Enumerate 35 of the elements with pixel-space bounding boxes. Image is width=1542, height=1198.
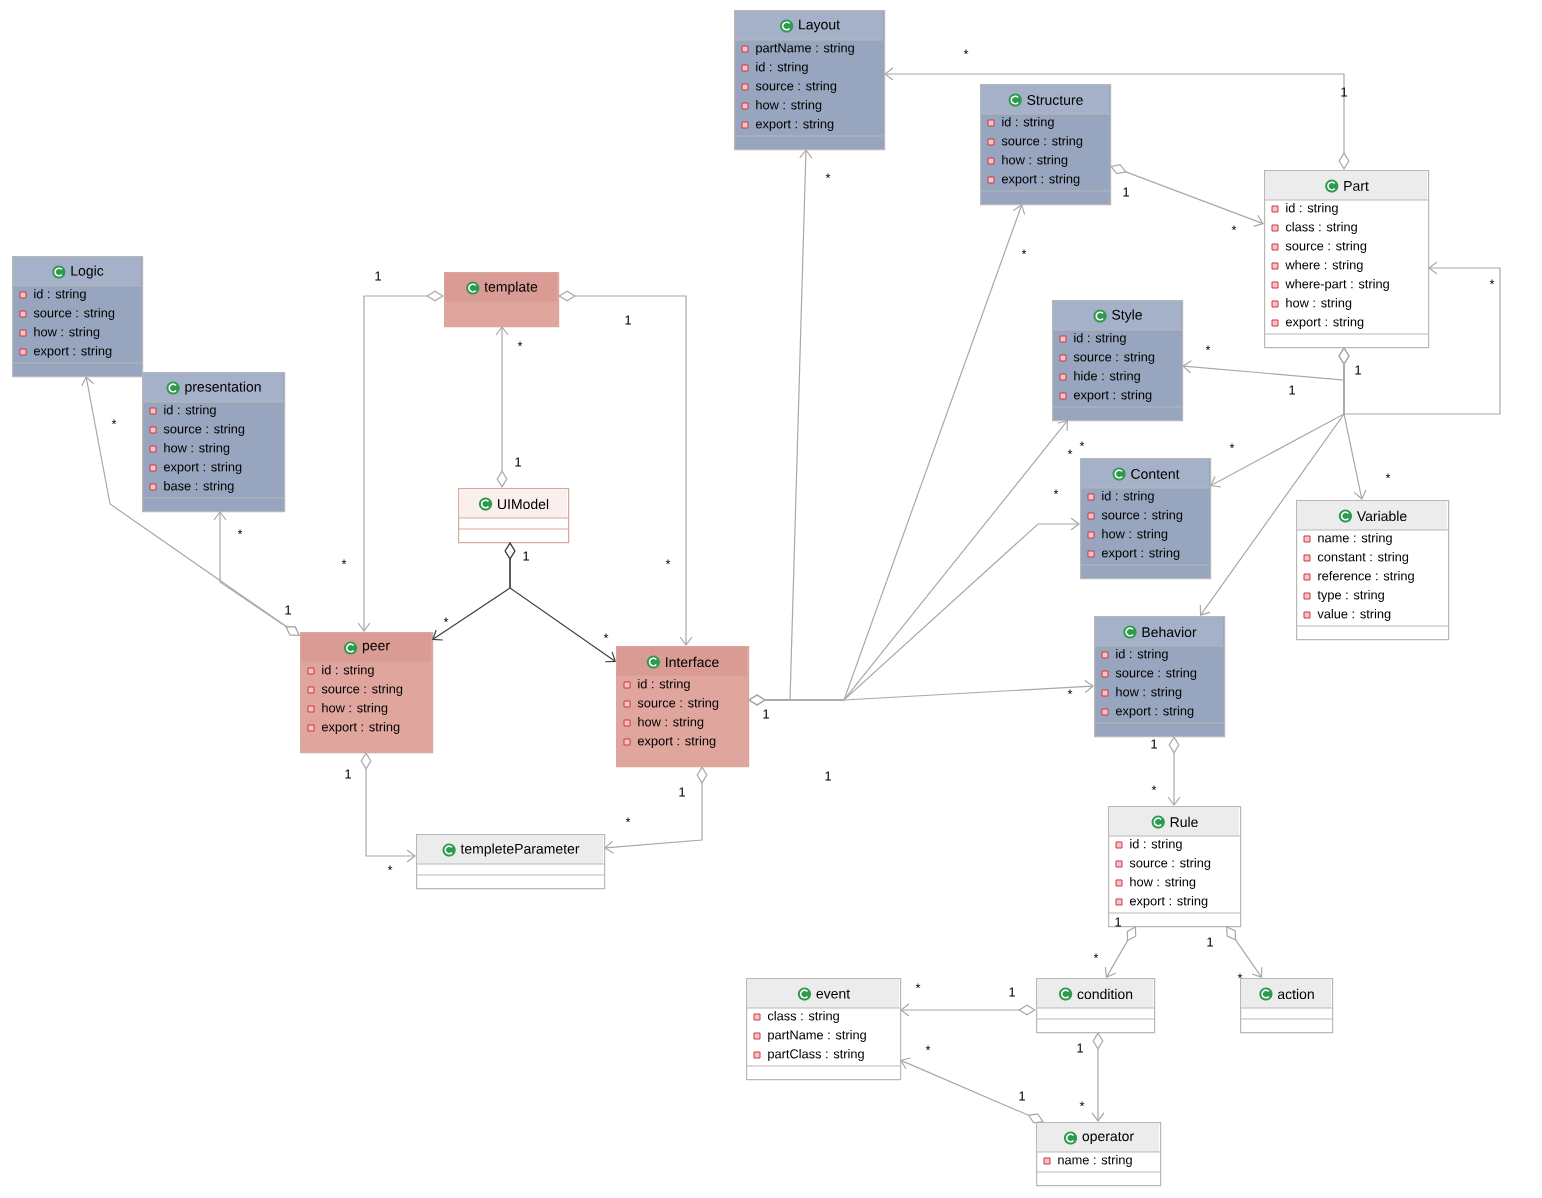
aggregation-arrow: [1167, 736, 1181, 806]
aggregation-arrow: [213, 511, 300, 636]
aggregation-arrow: [495, 326, 509, 488]
class-box: [615, 646, 750, 768]
class-box: [1035, 978, 1156, 1034]
aggregation-arrow: [558, 290, 693, 646]
class-box: [1093, 616, 1226, 738]
class-box: [1107, 806, 1242, 928]
aggregation-arrow: [357, 290, 444, 632]
aggregation-arrow: [748, 679, 1094, 706]
class-box: [141, 372, 286, 513]
class-box: [1079, 458, 1212, 580]
class-box: [415, 834, 606, 890]
aggregation-arrow: [1199, 347, 1350, 616]
class-box: [1263, 170, 1430, 349]
class-box: [733, 10, 886, 151]
class-box: [1051, 300, 1184, 422]
class-box: [979, 84, 1112, 206]
class-box: [299, 632, 434, 754]
aggregation-arrow: [1226, 926, 1263, 978]
aggregation-arrow: [900, 1003, 1036, 1017]
class-box: [1035, 1122, 1162, 1187]
aggregation-arrow: [504, 542, 616, 663]
class-box: [457, 488, 570, 544]
aggregation-arrow: [360, 752, 416, 863]
aggregation-arrow: [1104, 926, 1137, 978]
class-box: [11, 256, 144, 378]
class-box: [1295, 500, 1450, 641]
class-box: [1239, 978, 1334, 1034]
class-box: [745, 978, 902, 1081]
aggregation-arrow: [1110, 164, 1264, 228]
class-box: [443, 272, 560, 328]
aggregation-arrow: [604, 766, 708, 854]
aggregation-arrow: [884, 67, 1350, 170]
aggregation-arrow: [900, 1057, 1044, 1124]
